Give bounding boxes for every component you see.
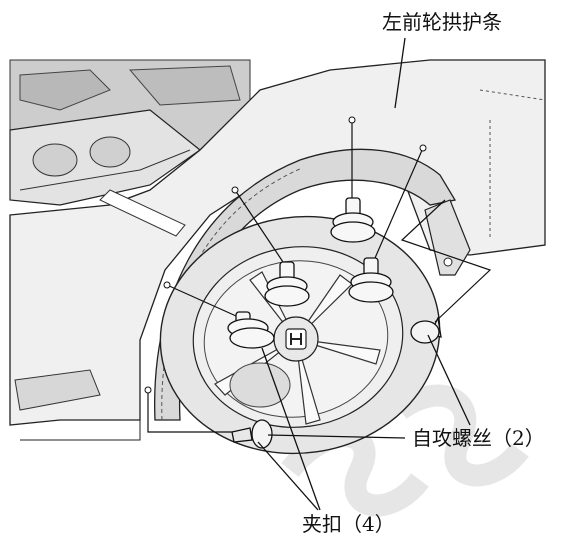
- callout-lines: [257, 37, 471, 511]
- front-fender: [9, 59, 546, 441]
- clip-icon: [264, 261, 310, 307]
- fender-liner: [154, 148, 471, 421]
- clip-icon: [348, 257, 394, 303]
- screw-icon: [410, 315, 442, 344]
- fender-liner-label: 左前轮拱护条: [382, 10, 502, 34]
- clip-icon: [330, 197, 376, 243]
- clip-icon: [227, 311, 275, 349]
- honda-logo-icon: [285, 328, 307, 350]
- screw-icon: [231, 419, 273, 449]
- clip-label: 夹扣（4）: [302, 512, 395, 536]
- wheel-assembly: [159, 215, 441, 455]
- self-tapping-screw-label: 自攻螺丝（2）: [412, 426, 545, 450]
- leader-lines: [147, 120, 492, 433]
- headlamp: [9, 109, 202, 206]
- mounting-holes: [144, 116, 427, 394]
